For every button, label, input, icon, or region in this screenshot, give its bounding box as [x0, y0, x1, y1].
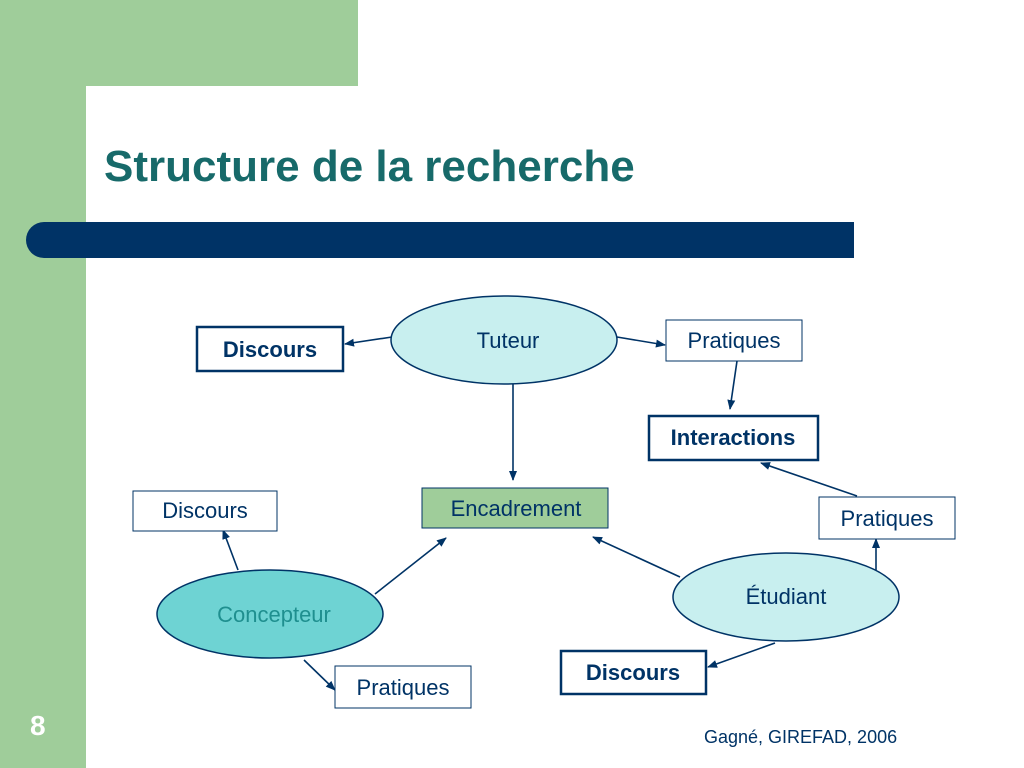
connectors — [222, 336, 880, 691]
top-green-band — [0, 0, 358, 86]
node-tuteur-label: Tuteur — [477, 328, 540, 353]
box-interactions-label: Interactions — [671, 425, 796, 450]
page-number: 8 — [30, 710, 46, 741]
arrow-pratiques-to-interactions-student — [760, 462, 858, 497]
box-pratiques-tuteur: Pratiques — [665, 319, 803, 362]
box-pratiques-concepteur: Pratiques — [334, 665, 472, 709]
title-underline-bar — [26, 222, 854, 258]
box-discours-concepteur-label: Discours — [162, 498, 248, 523]
box-discours-etudiant: Discours — [559, 649, 708, 696]
box-pratiques-tuteur-label: Pratiques — [688, 328, 781, 353]
box-encadrement-label: Encadrement — [451, 496, 582, 521]
node-concepteur: Concepteur — [156, 569, 384, 659]
box-discours-concepteur: Discours — [132, 490, 278, 532]
box-discours-etudiant-label: Discours — [586, 660, 680, 685]
box-discours-tuteur-label: Discours — [223, 337, 317, 362]
slide-title: Structure de la recherche — [104, 142, 635, 191]
arrow-concepteur-to-discours — [222, 529, 239, 571]
arrow-etudiant-to-discours — [707, 642, 776, 668]
box-pratiques-etudiant: Pratiques — [818, 496, 956, 540]
arrow-tuteur-to-pratiques — [616, 336, 666, 348]
arrow-etudiant-to-encadrement — [592, 536, 681, 578]
box-discours-tuteur: Discours — [195, 325, 345, 373]
node-etudiant-label: Étudiant — [746, 584, 827, 609]
node-etudiant: Étudiant — [672, 552, 900, 642]
arrow-concepteur-to-encadrement — [374, 537, 447, 595]
arrow-tuteur-to-discours — [344, 336, 393, 347]
left-green-band — [0, 0, 86, 768]
node-tuteur: Tuteur — [390, 295, 618, 385]
box-interactions: Interactions — [647, 414, 820, 462]
arrow-pratiques-to-interactions — [727, 360, 738, 410]
box-encadrement: Encadrement — [421, 487, 609, 529]
node-concepteur-label: Concepteur — [217, 602, 331, 627]
box-pratiques-etudiant-label: Pratiques — [841, 506, 934, 531]
box-pratiques-concepteur-label: Pratiques — [357, 675, 450, 700]
arrow-concepteur-to-pratiques — [303, 659, 336, 691]
source-credit: Gagné, GIREFAD, 2006 — [704, 727, 898, 747]
